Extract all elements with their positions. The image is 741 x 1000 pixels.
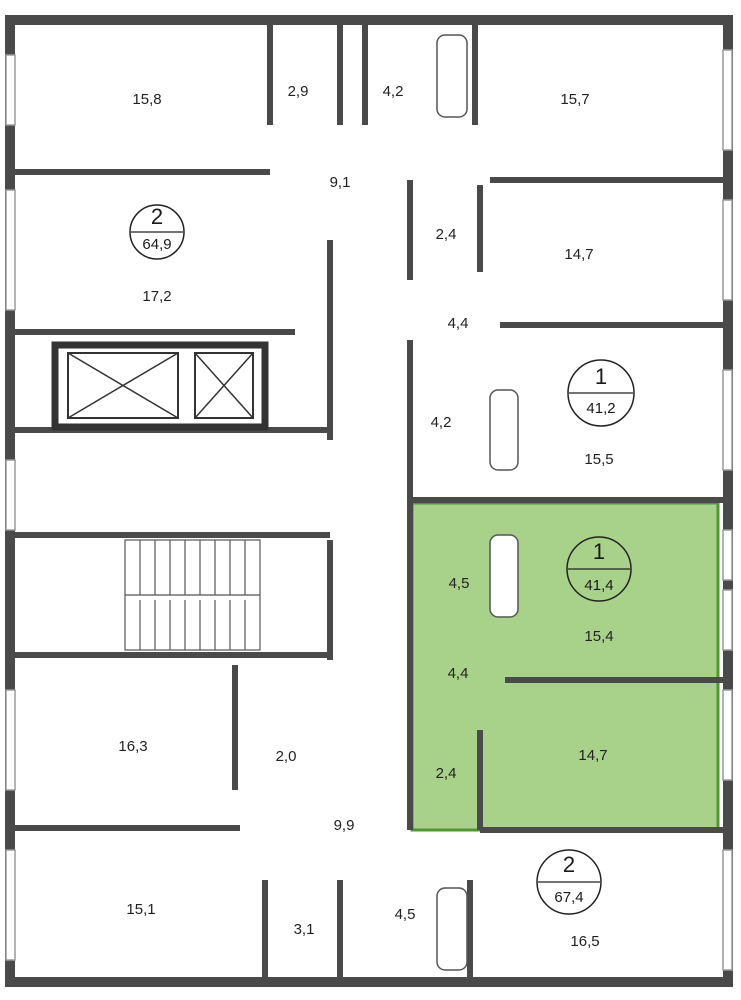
room-area-label: 3,1 <box>294 921 315 938</box>
room-area-label: 15,1 <box>126 901 155 918</box>
room-area-label: 9,1 <box>330 174 351 191</box>
room-area-label: 4,5 <box>395 906 416 923</box>
room-area-label: 4,2 <box>431 414 452 431</box>
apartment-rooms: 2 <box>151 204 163 229</box>
room-area-label: 4,4 <box>448 315 469 332</box>
apartment-rooms: 1 <box>593 539 605 564</box>
room-area-label: 15,4 <box>584 628 613 645</box>
room-labels: 15,8 2,9 4,2 15,7 9,1 17,2 2,4 14,7 4,4 … <box>118 83 613 950</box>
apartment-rooms: 2 <box>563 852 575 877</box>
bathtubs <box>436 34 519 971</box>
room-area-label: 4,2 <box>383 83 404 100</box>
room-area-label: 9,9 <box>334 817 355 834</box>
room-area-label: 14,7 <box>564 246 593 263</box>
room-area-label: 15,5 <box>584 451 613 468</box>
apartment-area: 41,2 <box>586 400 615 417</box>
room-area-label: 2,4 <box>436 765 457 782</box>
room-area-label: 2,4 <box>436 226 457 243</box>
room-area-label: 17,2 <box>142 288 171 305</box>
apartment-badge[interactable]: 1 41,2 <box>567 359 635 427</box>
room-area-label: 16,3 <box>118 738 147 755</box>
room-area-label: 2,9 <box>288 83 309 100</box>
room-area-label: 16,5 <box>570 933 599 950</box>
elevator-core <box>51 341 269 431</box>
apartment-area: 41,4 <box>584 577 613 594</box>
room-area-label: 4,5 <box>449 575 470 592</box>
room-area-label: 15,7 <box>560 91 589 108</box>
room-area-label: 2,0 <box>276 748 297 765</box>
apartment-badge[interactable]: 2 67,4 <box>536 849 602 915</box>
apartment-badge[interactable]: 2 64,9 <box>129 204 185 260</box>
interior-walls <box>15 20 723 982</box>
apartment-area: 67,4 <box>554 889 583 906</box>
staircase <box>124 539 261 651</box>
apartment-rooms: 1 <box>595 364 607 389</box>
room-area-label: 15,8 <box>132 91 161 108</box>
windows <box>5 49 733 971</box>
room-area-label: 14,7 <box>578 747 607 764</box>
room-area-label: 4,4 <box>448 665 469 682</box>
apartment-badge[interactable]: 1 41,4 <box>566 536 632 602</box>
apartment-area: 64,9 <box>142 236 171 253</box>
